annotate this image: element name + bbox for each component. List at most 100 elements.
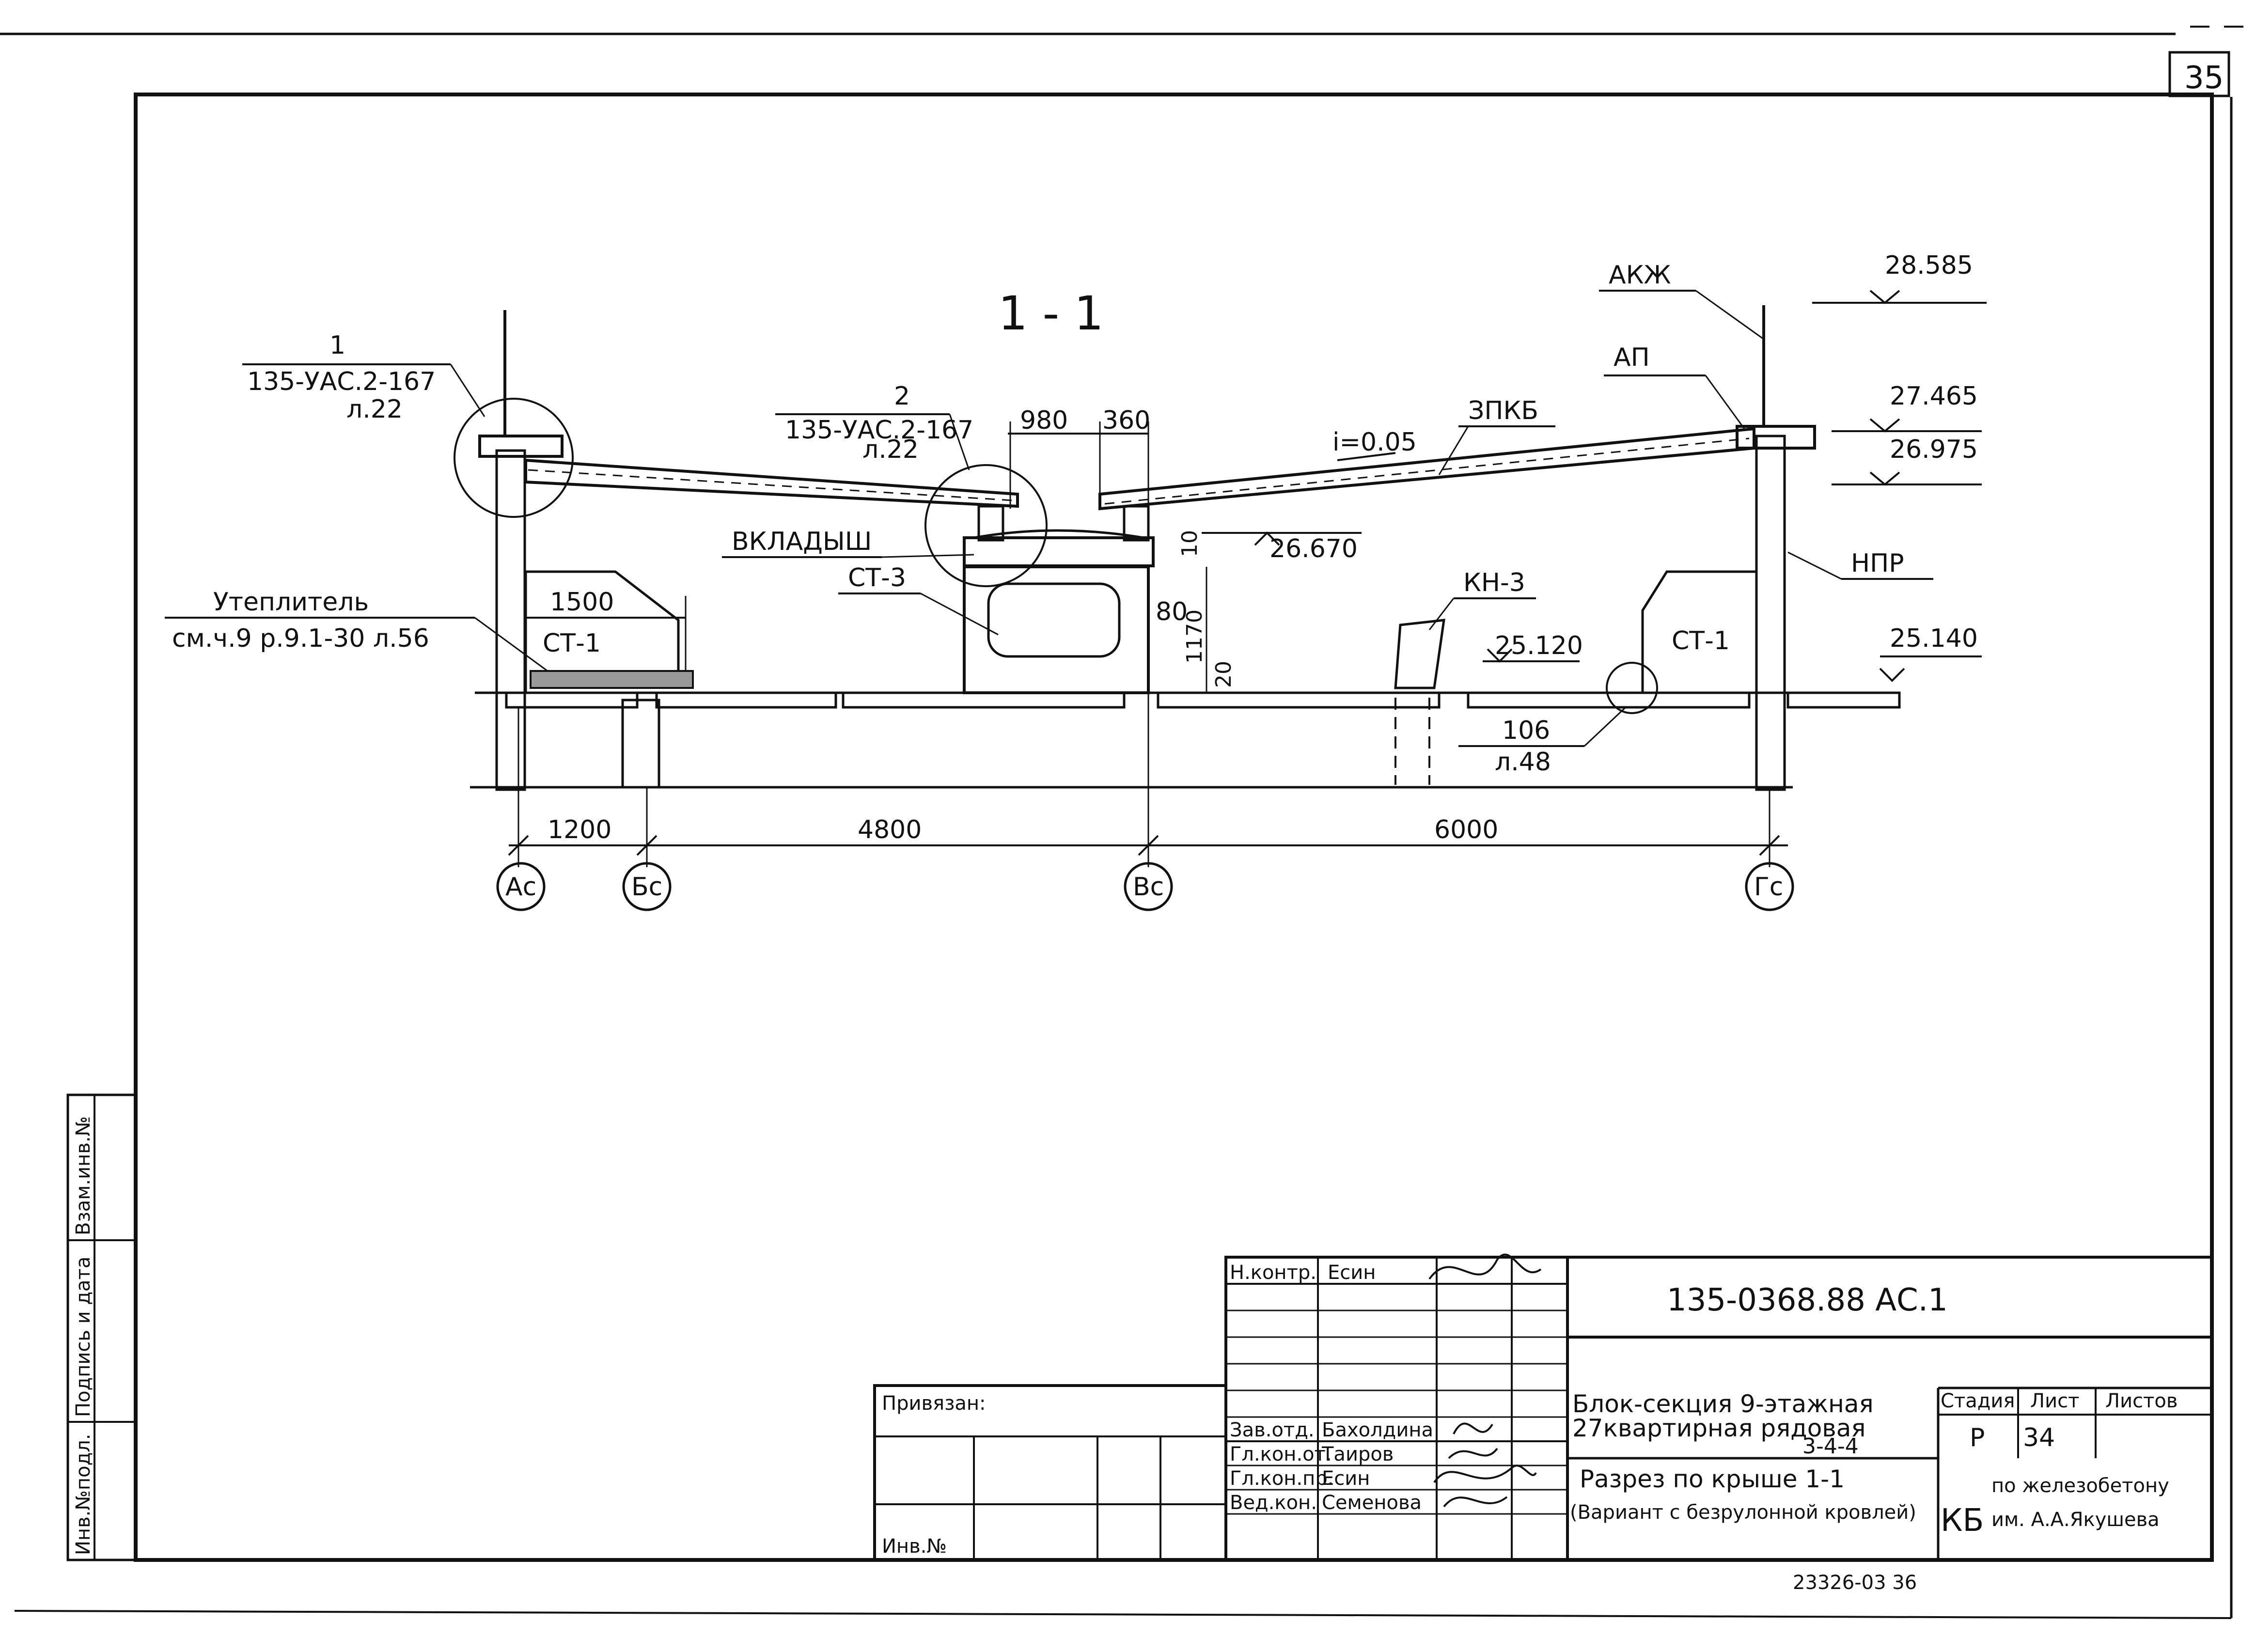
slope-arrow (1337, 452, 1396, 461)
span-tick-2 (636, 835, 658, 856)
signature-4 (1433, 1465, 1537, 1483)
span-4800: 4800 (858, 815, 922, 844)
left-gutter-post (977, 505, 1004, 542)
label-vkladysh: ВКЛАДЫШ (732, 527, 872, 556)
name-glkonot: Таиров (1321, 1443, 1394, 1465)
sheet-title-1: Разрез по крыше 1-1 (1580, 1465, 1845, 1493)
callout-106-sheet: л.48 (1495, 748, 1551, 777)
binding-label: Привязан: (882, 1392, 986, 1415)
sheet-label: Лист (2030, 1390, 2079, 1412)
stage-value: Р (1970, 1423, 1985, 1452)
signature-2 (1453, 1422, 1493, 1434)
left-wall (495, 449, 526, 791)
right-roof-slab (1098, 427, 1755, 511)
elev-28585-mark (1869, 290, 1900, 304)
axis-bubble-gc (1745, 862, 1794, 911)
label-kn3: КН-3 (1463, 568, 1525, 597)
floor-slab-5 (1467, 691, 1751, 709)
archive-number: 23326-03 36 (1793, 1572, 1917, 1594)
role-glkonpr: Гл.кон.пр. (1230, 1467, 1333, 1490)
center-gutter-block (963, 536, 1155, 567)
kn3-leader (1428, 598, 1455, 630)
side-stamp-frame (66, 1093, 137, 1561)
role-nkontr: Н.контр. (1230, 1262, 1316, 1284)
span-tick-4 (1759, 835, 1780, 856)
st3-leader (920, 592, 999, 636)
dim-980: 980 (1020, 406, 1068, 435)
elev-27465-mark (1869, 418, 1900, 433)
axis-bubble-bc (622, 862, 672, 911)
st3-opening (987, 582, 1121, 658)
npr-leader (1787, 551, 1842, 580)
label-insulation: Утеплитель (213, 588, 369, 617)
label-akzh: АКЖ (1609, 261, 1671, 290)
span-1200: 1200 (548, 815, 611, 844)
callout-2-leader (949, 414, 970, 470)
span-6000: 6000 (1434, 815, 1498, 844)
label-st1-right: СТ-1 (1672, 626, 1730, 655)
floor-slab-3 (842, 691, 1126, 709)
callout-1-ref: 135-УАС.2-167 (247, 367, 436, 396)
sheets-label: Листов (2105, 1390, 2178, 1412)
elev-25140-mark (1879, 668, 1905, 682)
floor-slab-4 (1157, 691, 1441, 709)
org-logo: КБ (1941, 1503, 1984, 1539)
label-insulation-ref: см.ч.9 р.9.1-30 л.56 (172, 624, 429, 653)
section-title: 1 - 1 (998, 286, 1104, 341)
dim-1170: 1170 (1182, 609, 1207, 664)
org-line-2: им. А.А.Якушева (1991, 1509, 2160, 1531)
callout-106-num: 106 (1502, 716, 1550, 745)
page-number-box (2168, 51, 2230, 97)
axis-label-ac: Ас (505, 873, 536, 902)
callout-106-leader (1583, 706, 1627, 747)
st1-right-frame (1641, 570, 1756, 693)
side-stamp-replace: Взам.инв.№ (72, 1116, 94, 1235)
label-slope: i=0.05 (1332, 428, 1417, 457)
st1-left-frame (524, 570, 680, 693)
left-parapet-cap (478, 435, 564, 458)
ap-leader (1705, 375, 1745, 429)
callout-2-ref: 135-УАС.2-167 (785, 416, 973, 445)
signature-3 (1448, 1448, 1498, 1459)
label-st1-left: СТ-1 (543, 629, 601, 658)
label-ap: АП (1614, 343, 1650, 372)
callout-circle-106 (1606, 662, 1658, 714)
dim-80: 80 (1156, 597, 1188, 626)
dim-1500: 1500 (550, 588, 614, 617)
axis-bubble-ac (496, 862, 546, 911)
zpkb-leader (1438, 426, 1469, 475)
org-line-1: по железобетону (1991, 1475, 2169, 1497)
elev-25140: 25.140 (1890, 624, 1978, 653)
drawing-frame (134, 93, 2214, 1562)
side-stamp-sign: Подпись и дата (72, 1257, 94, 1417)
role-zavotd: Зав.отд. (1230, 1419, 1315, 1441)
callout-2-sheet: л.22 (862, 435, 919, 464)
inv-label: Инв.№ (882, 1535, 947, 1558)
akzh-leader (1695, 290, 1764, 340)
callout-2-num: 2 (894, 382, 910, 411)
insulation-leader (474, 617, 548, 672)
dim-20: 20 (1211, 661, 1236, 688)
elev-25120-mark (1487, 648, 1513, 663)
kn3-element (1394, 619, 1445, 689)
doc-code: 135-0368.88 АС.1 (1667, 1282, 1948, 1318)
signature-5 (1443, 1496, 1508, 1508)
elev-26975-mark (1869, 471, 1900, 486)
project-title-1: Блок-секция 9-этажная (1572, 1390, 1874, 1418)
axis-bubble-vc (1124, 862, 1173, 911)
page-number: 35 (2184, 60, 2224, 96)
name-nkontr: Есин (1328, 1262, 1376, 1284)
column-b (621, 699, 660, 789)
callout-1-num: 1 (329, 331, 345, 360)
insulation-layer (530, 670, 694, 689)
axis-label-vc: Вс (1133, 873, 1164, 902)
floor-slab-6 (1786, 691, 1901, 709)
elev-25120: 25.120 (1495, 631, 1583, 660)
axis-label-bc: Бс (631, 873, 662, 902)
callout-circle-2 (924, 464, 1048, 587)
callout-1-leader (450, 364, 486, 417)
name-glkonpr: Есин (1322, 1467, 1370, 1490)
name-zavotd: Бахолдина (1322, 1419, 1433, 1441)
callout-circle-1 (454, 398, 574, 518)
